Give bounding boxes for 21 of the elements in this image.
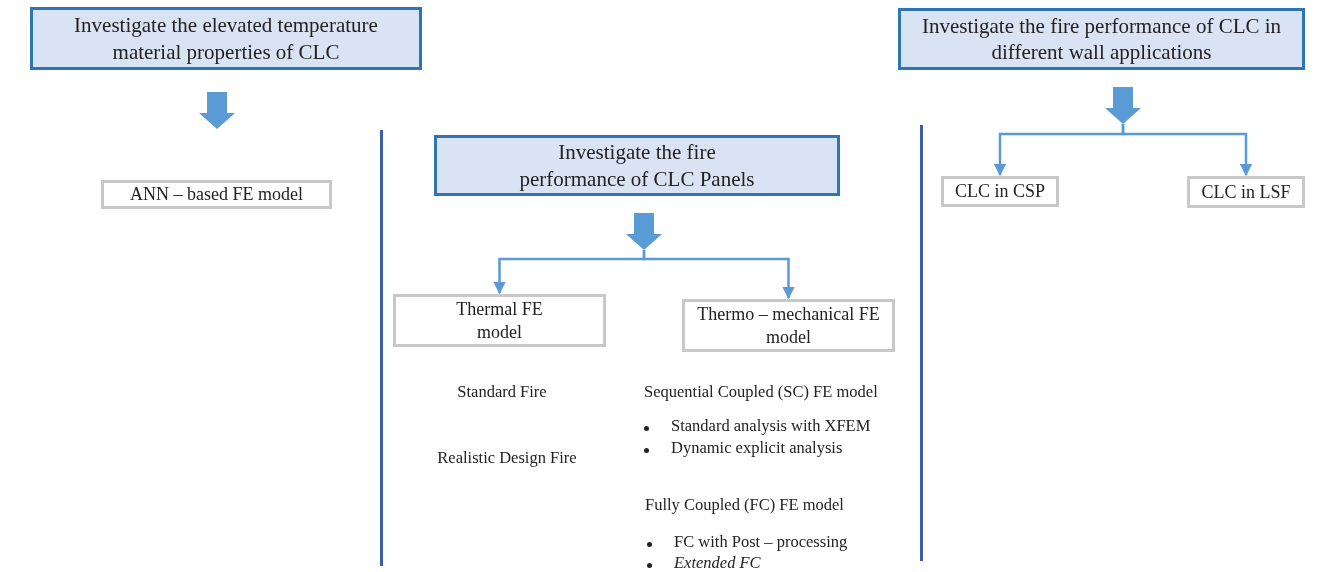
process-box: Thermal FE model [393, 294, 606, 347]
process-box: ANN – based FE model [101, 180, 332, 209]
heading-box: Investigate the fire performance of CLC in different wall applications [898, 8, 1305, 70]
process-box: CLC in CSP [941, 176, 1059, 207]
note-text: Standard Fire [457, 382, 547, 402]
bullet-text: Dynamic explicit analysis [671, 438, 843, 458]
branch-arrow [1121, 124, 1253, 177]
bullet-text: FC with Post – processing [674, 532, 848, 552]
bullet-text: Standard analysis with XFEM [671, 416, 871, 436]
heading-box: Investigate the elevated temperature material properties of CLC [30, 7, 422, 70]
block-arrow [626, 213, 662, 250]
note-text: Sequential Coupled (SC) FE model [644, 382, 878, 402]
process-box: Thermo – mechanical FE model [682, 299, 895, 352]
block-arrow [1105, 87, 1141, 124]
note-text: Realistic Design Fire [437, 448, 577, 468]
block-arrow [199, 92, 235, 129]
heading-box: Investigate the fire performance of CLC Panels [434, 135, 840, 196]
process-box: CLC in LSF [1187, 176, 1305, 208]
branch-arrow [642, 250, 795, 300]
note-text: Fully Coupled (FC) FE model [645, 495, 844, 515]
bullet-text: Extended FC [674, 553, 761, 572]
